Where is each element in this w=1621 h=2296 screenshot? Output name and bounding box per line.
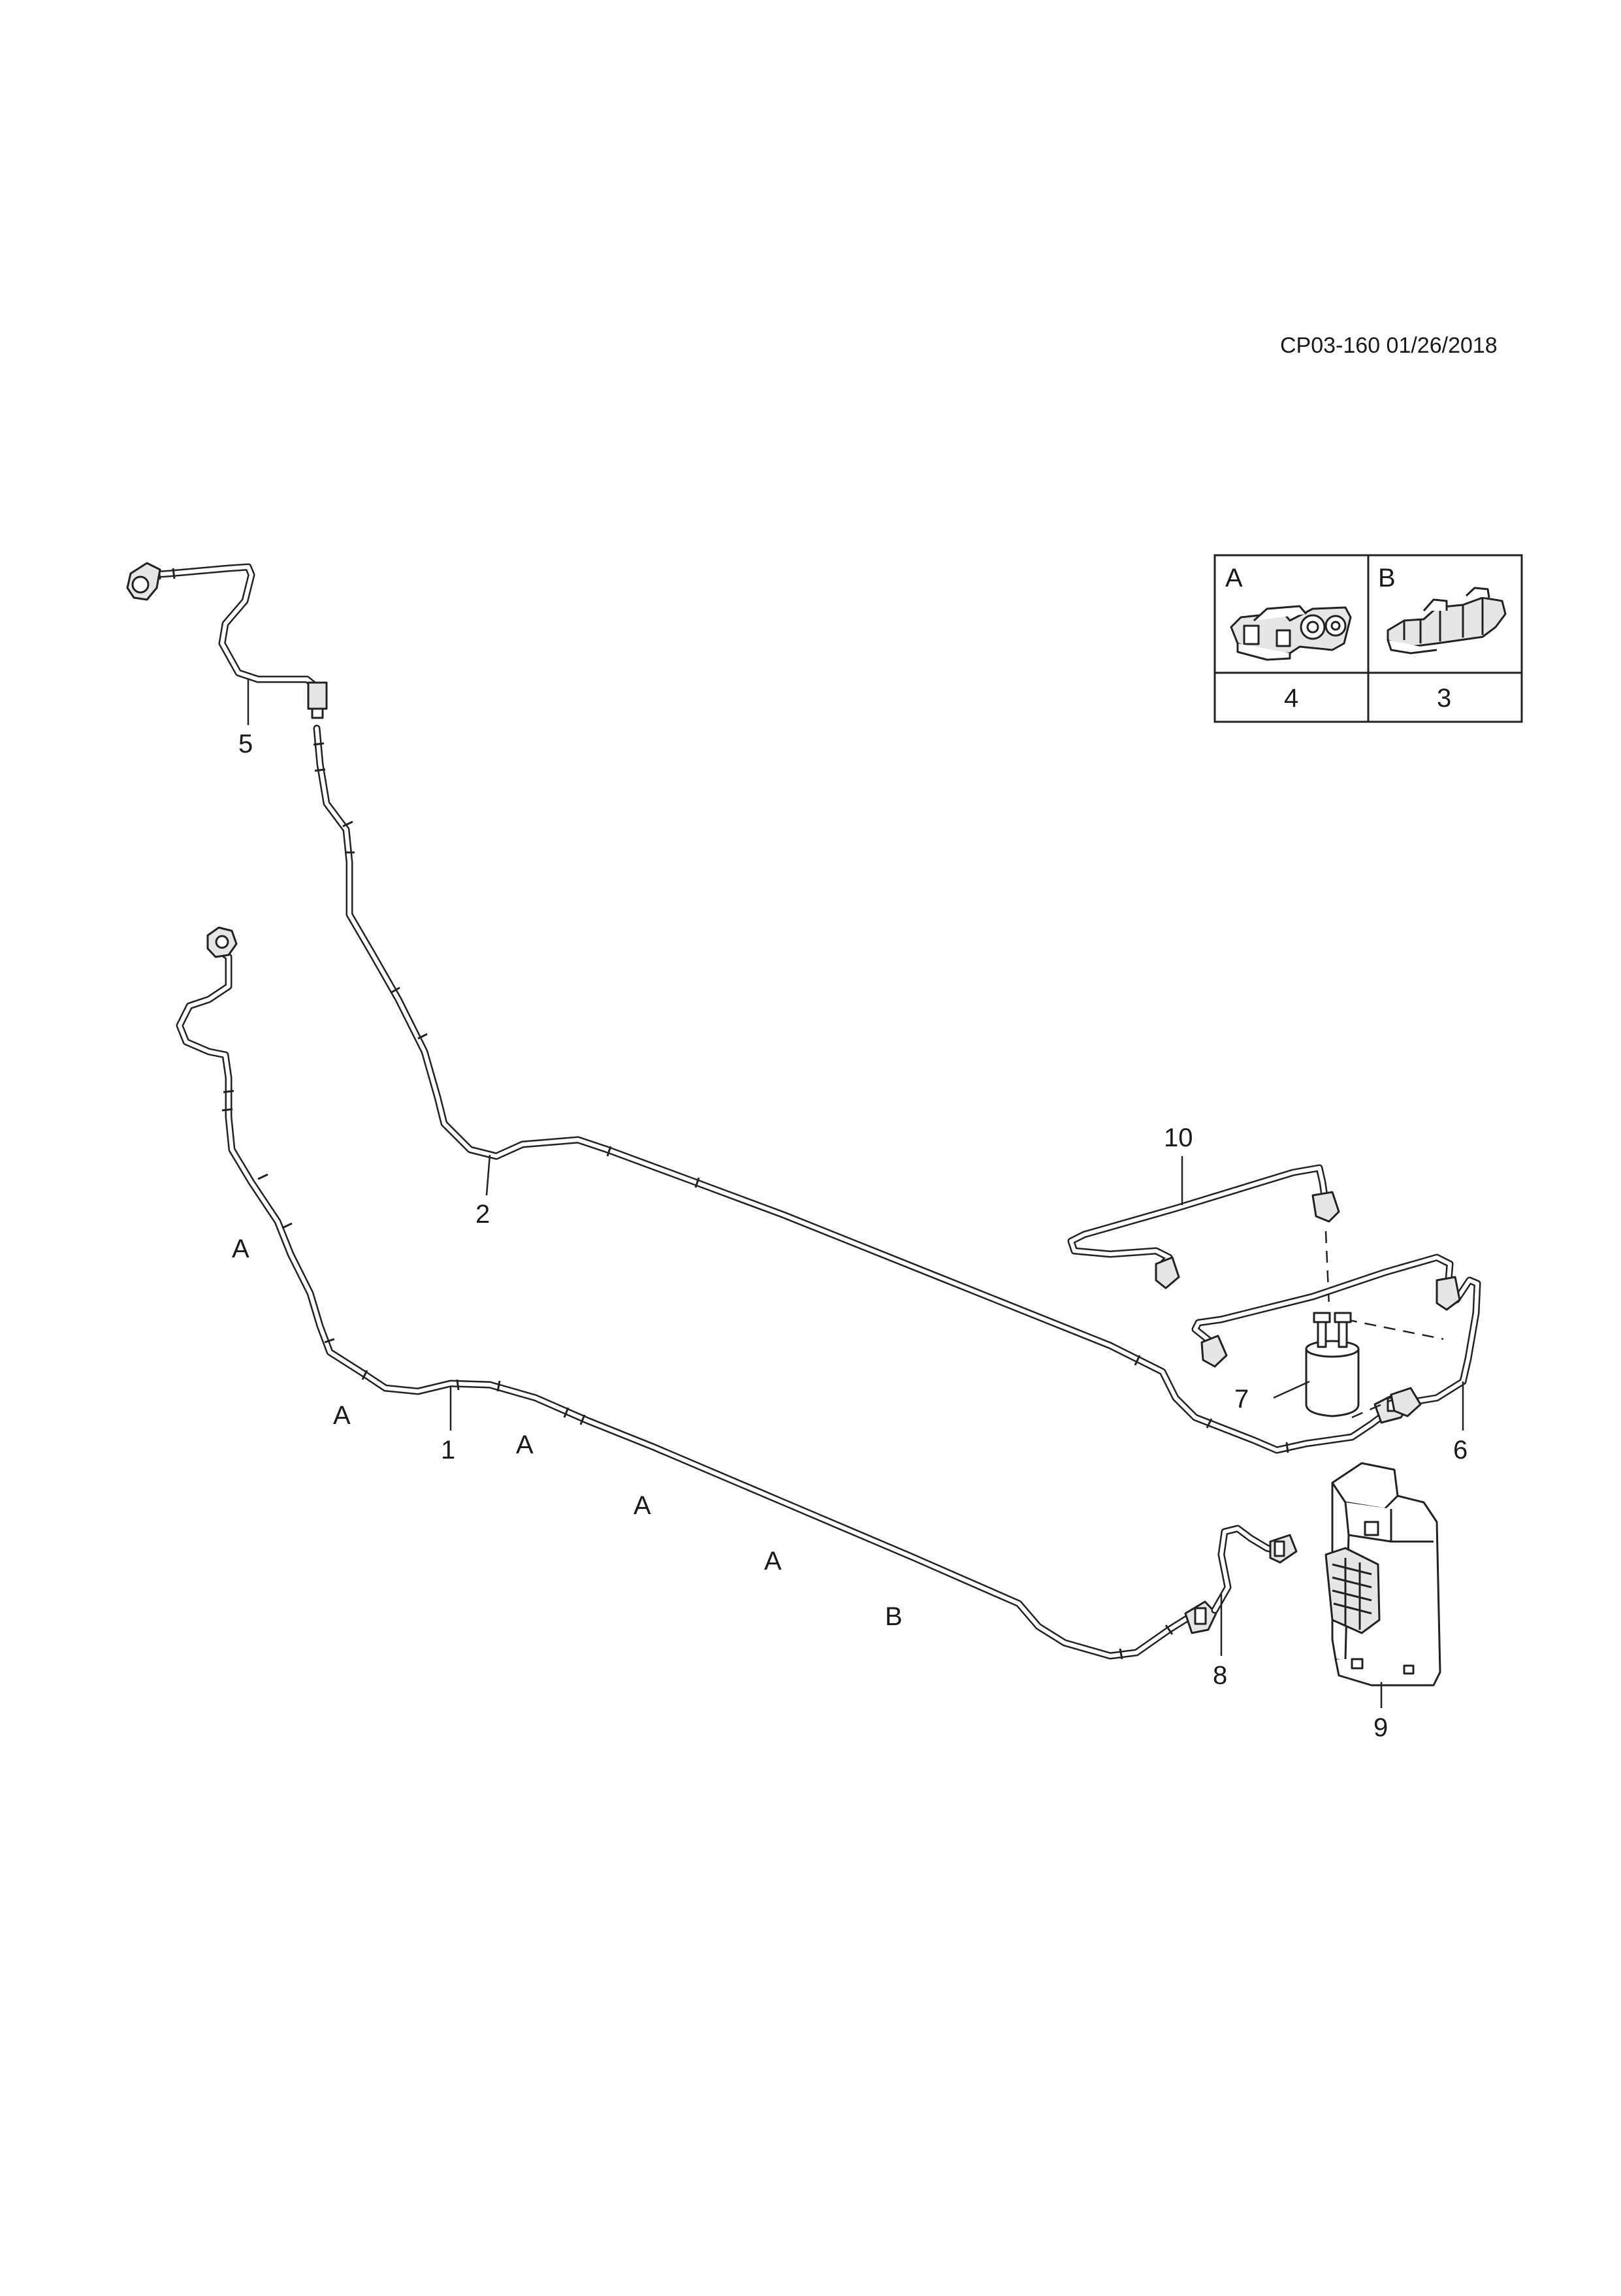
pipe-6-left-connector (1200, 1334, 1228, 1368)
pipe-1-start-connector (206, 926, 238, 958)
clip-a-icon (1230, 605, 1352, 661)
assembly-line-7-6 (1345, 1318, 1444, 1340)
pipe-10 (1067, 1164, 1340, 1289)
pipe-10-filter-connector (1311, 1191, 1340, 1223)
pipe-8 (1211, 1525, 1298, 1614)
pipe-8-connector (1184, 1600, 1217, 1634)
leader-lines (247, 679, 1464, 1708)
pipe-6-top-connector (1436, 1276, 1461, 1311)
callout-8: 8 (1213, 1661, 1227, 1690)
fuel-vapor-filter (1305, 1312, 1360, 1417)
callout-2: 2 (475, 1200, 490, 1229)
pipe-2 (126, 562, 1411, 1454)
clip-marker-a: A (516, 1431, 534, 1459)
legend-letter-a: A (1225, 564, 1243, 592)
clip-marker-a: A (232, 1235, 249, 1263)
evap-canister (1324, 1462, 1441, 1687)
pipe-10-end-connector (1155, 1256, 1180, 1289)
legend-part-number-b: 3 (1437, 684, 1451, 713)
callout-1: 1 (441, 1436, 455, 1464)
clip-marker-a: A (333, 1401, 351, 1430)
legend-table: A B 4 3 (1213, 554, 1523, 723)
callout-5: 5 (238, 730, 253, 758)
pipe-5-quick-connector (307, 681, 328, 719)
callout-10: 10 (1164, 1124, 1193, 1152)
document-code: CP03-160 01/26/2018 (1280, 333, 1498, 358)
clip-b-icon (1387, 587, 1507, 655)
clip-marker-a: A (634, 1491, 651, 1520)
clip-marker-a: A (764, 1547, 782, 1576)
legend-letter-b: B (1378, 564, 1396, 592)
legend-part-number-a: 4 (1284, 684, 1298, 713)
callout-9: 9 (1373, 1713, 1388, 1742)
clip-marker-b: B (885, 1602, 903, 1631)
pipe-1 (176, 926, 1217, 1660)
pipe-6-bottom-connector (1390, 1387, 1422, 1417)
callout-7: 7 (1234, 1385, 1249, 1414)
pipe-5-connector (126, 562, 161, 601)
pipe-6 (1191, 1253, 1481, 1417)
callout-6: 6 (1453, 1436, 1468, 1464)
pipe-8-canister-connector (1269, 1534, 1298, 1564)
